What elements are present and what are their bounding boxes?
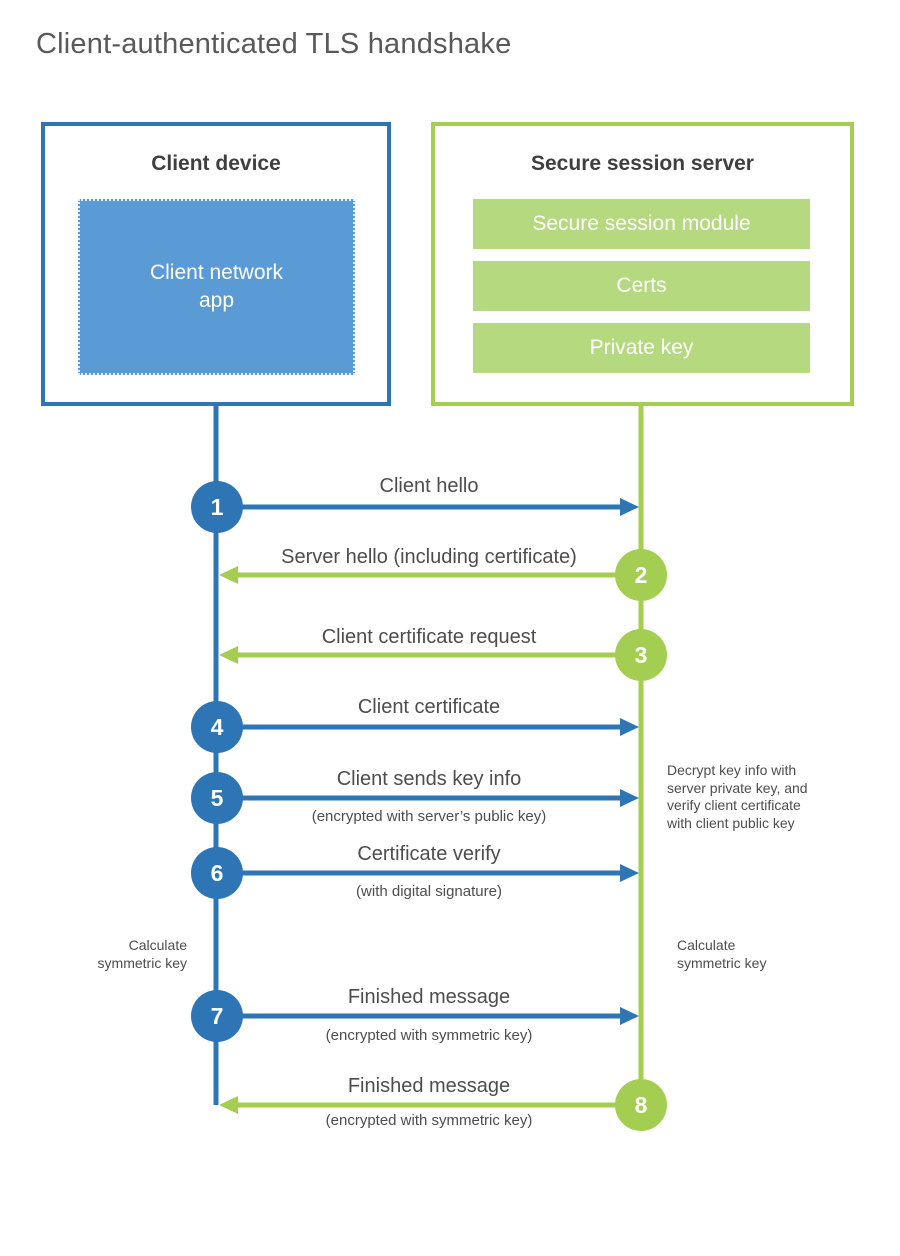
message-7-label: Finished message	[347, 986, 511, 1008]
client-network-app-box: Client network app	[78, 199, 355, 375]
message-5-sublabel: (encrypted with server’s public key)	[311, 808, 547, 825]
client-device-title: Client device	[151, 152, 281, 175]
arrow-7-head-icon	[620, 1007, 639, 1025]
client-calculate-symmetric-key-note: Calculate symmetric key	[97, 937, 187, 971]
page-title: Client-authenticated TLS handshake	[36, 28, 512, 60]
message-8-sublabel: (encrypted with symmetric key)	[325, 1112, 533, 1129]
server-calculate-symmetric-key-note: Calculate symmetric key	[677, 937, 767, 971]
step-4-circle: 4	[191, 701, 243, 753]
step-5-circle: 5	[191, 772, 243, 824]
step-3-circle: 3	[615, 629, 667, 681]
arrow-4-client-certificate	[218, 718, 639, 736]
step-1-circle: 1	[191, 481, 243, 533]
arrow-4-head-icon	[620, 718, 639, 736]
arrow-1-client-hello	[218, 498, 639, 516]
message-2-label: Server hello (including certificate)	[281, 546, 577, 568]
server-module-certs: Certs	[473, 261, 810, 311]
arrow-5-client-key-info	[218, 789, 639, 807]
server-module-private-key: Private key	[473, 323, 810, 373]
server-module-secure-session: Secure session module	[473, 199, 810, 249]
client-network-app-label: Client network app	[149, 261, 284, 312]
secure-session-server-title: Secure session server	[531, 152, 754, 175]
message-8-label: Finished message	[347, 1075, 511, 1097]
message-4-label: Client certificate	[357, 696, 501, 718]
step-6-circle: 6	[191, 847, 243, 899]
message-3-label: Client certificate request	[321, 626, 537, 648]
arrow-6-certificate-verify	[218, 864, 639, 882]
step-2-circle: 2	[615, 549, 667, 601]
message-7-sublabel: (encrypted with symmetric key)	[325, 1027, 533, 1044]
step-7-circle: 7	[191, 990, 243, 1042]
arrow-1-head-icon	[620, 498, 639, 516]
arrow-7-finished-message	[218, 1007, 639, 1025]
message-5-label: Client sends key info	[336, 768, 522, 790]
message-6-sublabel: (with digital signature)	[356, 883, 502, 900]
message-1-label: Client hello	[379, 475, 479, 497]
arrow-6-head-icon	[620, 864, 639, 882]
message-6-label: Certificate verify	[357, 843, 501, 865]
step-8-circle: 8	[615, 1079, 667, 1131]
arrow-5-head-icon	[620, 789, 639, 807]
server-decrypt-key-info-note: Decrypt key info with server private key…	[667, 762, 808, 831]
